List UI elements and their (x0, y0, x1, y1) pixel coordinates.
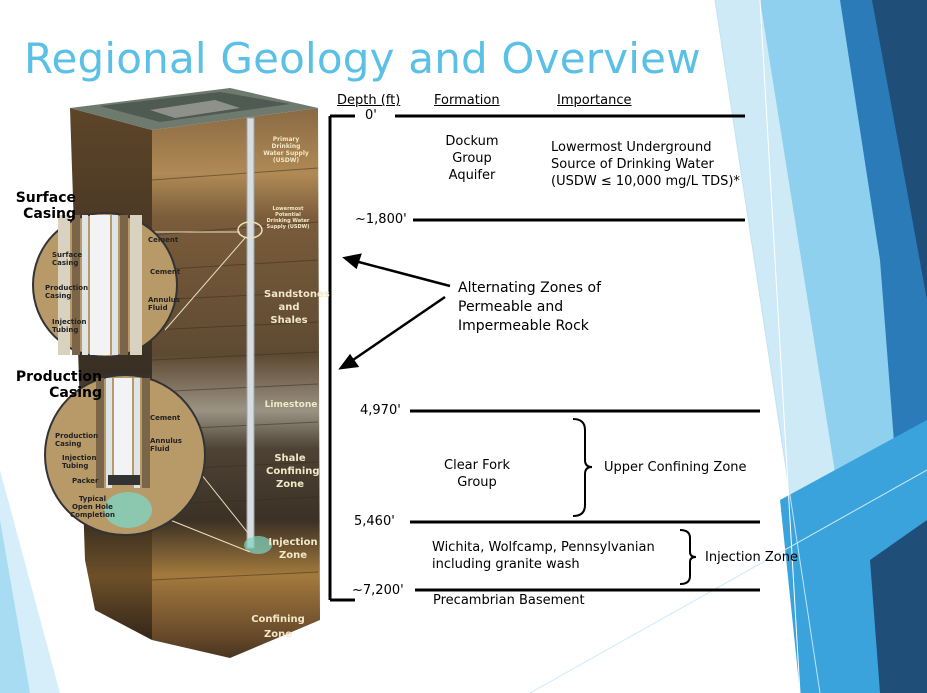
depth-4970: 4,970' (360, 403, 401, 418)
well-label-line: Injection (268, 537, 318, 548)
well-label-line: Zone (278, 550, 308, 561)
well-label-line: Drinking Water (266, 218, 310, 224)
production-casing-title-line: Production (15, 369, 102, 385)
well-label-shale: Shale Confining Zone (266, 452, 320, 491)
well-label-line: Water Supply (263, 150, 309, 157)
well-label-primary: Primary Drinking Water Supply (USDW) (262, 136, 310, 164)
callout-line: Completion (70, 511, 115, 519)
well-label-line: Shale (274, 453, 306, 464)
surface-casing-title-line: Casing (23, 206, 76, 222)
production-casing-title-line: Casing (49, 385, 102, 401)
depth-5460: 5,460' (354, 514, 395, 529)
callout-injection-tubing: Injection Tubing (52, 318, 86, 334)
depth-1800: ~1,800' (355, 212, 407, 227)
callout-line: Open Hole (71, 503, 113, 511)
importance-alternating-line: Permeable and (458, 299, 564, 315)
production-casing-title: Production Casing (4, 369, 102, 401)
well-label-line: and (278, 302, 300, 313)
surface-casing-title: Surface Casing (6, 190, 76, 222)
callout-line: Annulus (148, 296, 180, 304)
formation-dockum-line: Group (452, 151, 492, 166)
formation-dockum: Dockum Group Aquifer (430, 133, 514, 184)
importance-injection: Injection Zone (705, 550, 798, 565)
well-label-sandstones: Sandstones and Shales (264, 288, 330, 327)
depth-7200: ~7,200' (352, 583, 404, 598)
callout-line: Fluid (148, 304, 168, 312)
callout-production-casing: Production Casing (45, 284, 88, 300)
callout-line: Tubing (62, 462, 89, 470)
formation-clear-fork: Clear Fork Group (430, 457, 524, 491)
well-label-line: (USDW) (272, 157, 300, 164)
page-title: Regional Geology and Overview (24, 34, 701, 83)
callout-cement-3: Cement (150, 414, 181, 422)
callout-packer: Packer (72, 477, 99, 485)
formation-wichita-line: Wichita, Wolfcamp, Pennsylvanian (432, 540, 655, 555)
importance-upper-confining: Upper Confining Zone (604, 460, 747, 475)
callout-line: Casing (52, 259, 79, 267)
callout-open-hole: Typical Open Hole Completion (70, 495, 115, 519)
well-label-injection: Injection Zone (268, 536, 318, 562)
importance-alternating-line: Alternating Zones of (458, 280, 602, 296)
formation-wichita: Wichita, Wolfcamp, Pennsylvanian includi… (432, 539, 655, 573)
well-label-limestone: Limestone (264, 400, 318, 410)
callout-cement-2: Cement (150, 268, 181, 276)
well-label-line: Sandstones (264, 289, 330, 300)
well-label-confining: Confining Zone (251, 614, 305, 640)
callout-line: Tubing (52, 326, 79, 334)
formation-precambrian: Precambrian Basement (433, 593, 585, 608)
callout-line: Injection (52, 318, 87, 326)
formation-dockum-line: Aquifer (448, 168, 496, 183)
callout-line: Production (45, 284, 89, 292)
importance-usdw: Lowermost Underground Source of Drinking… (551, 139, 740, 190)
callout-line: Production (55, 432, 99, 440)
well-label-line: Confining (266, 466, 320, 477)
well-label-line: Lowermost Potential (272, 206, 304, 218)
formation-dockum-line: Dockum (445, 134, 499, 149)
surface-casing-title-line: Surface (15, 190, 76, 206)
callout-line: Typical (78, 495, 107, 503)
well-label-line: Supply (USDW) (266, 224, 310, 230)
well-label-line: Primary Drinking (271, 136, 301, 150)
importance-alternating: Alternating Zones of Permeable and Imper… (458, 279, 601, 336)
well-label-lowermost: Lowermost Potential Drinking Water Suppl… (262, 206, 314, 230)
formation-wichita-line: including granite wash (432, 557, 580, 572)
header-importance: Importance (557, 93, 632, 108)
importance-usdw-line: Source of Drinking Water (551, 157, 714, 172)
importance-usdw-line: Lowermost Underground (551, 140, 712, 155)
callout-annulus-fluid: Annulus Fluid (148, 296, 180, 312)
formation-clear-fork-line: Clear Fork (444, 458, 510, 473)
callout-annulus-fluid-2: Annulus Fluid (150, 437, 182, 453)
importance-usdw-line: (USDW ≤ 10,000 mg/L TDS)* (551, 174, 740, 189)
callout-line: Injection (62, 454, 97, 462)
well-label-line: Shales (270, 315, 308, 326)
callout-production-casing-2: Production Casing (55, 432, 98, 448)
header-depth: Depth (ft) (337, 93, 401, 108)
depth-0: 0' (365, 108, 377, 123)
callout-line: Fluid (150, 445, 170, 453)
callout-line: Casing (45, 292, 72, 300)
callout-line: Annulus (150, 437, 182, 445)
header-formation: Formation (434, 93, 500, 108)
well-label-line: Zone (275, 479, 305, 490)
formation-clear-fork-line: Group (457, 475, 497, 490)
callout-line: Casing (55, 440, 82, 448)
callout-cement-1: Cement (148, 236, 179, 244)
callout-injection-tubing-2: Injection Tubing (62, 454, 96, 470)
callout-line: Surface (52, 251, 83, 259)
importance-alternating-line: Impermeable Rock (458, 318, 589, 334)
callout-surface-casing: Surface Casing (52, 251, 82, 267)
